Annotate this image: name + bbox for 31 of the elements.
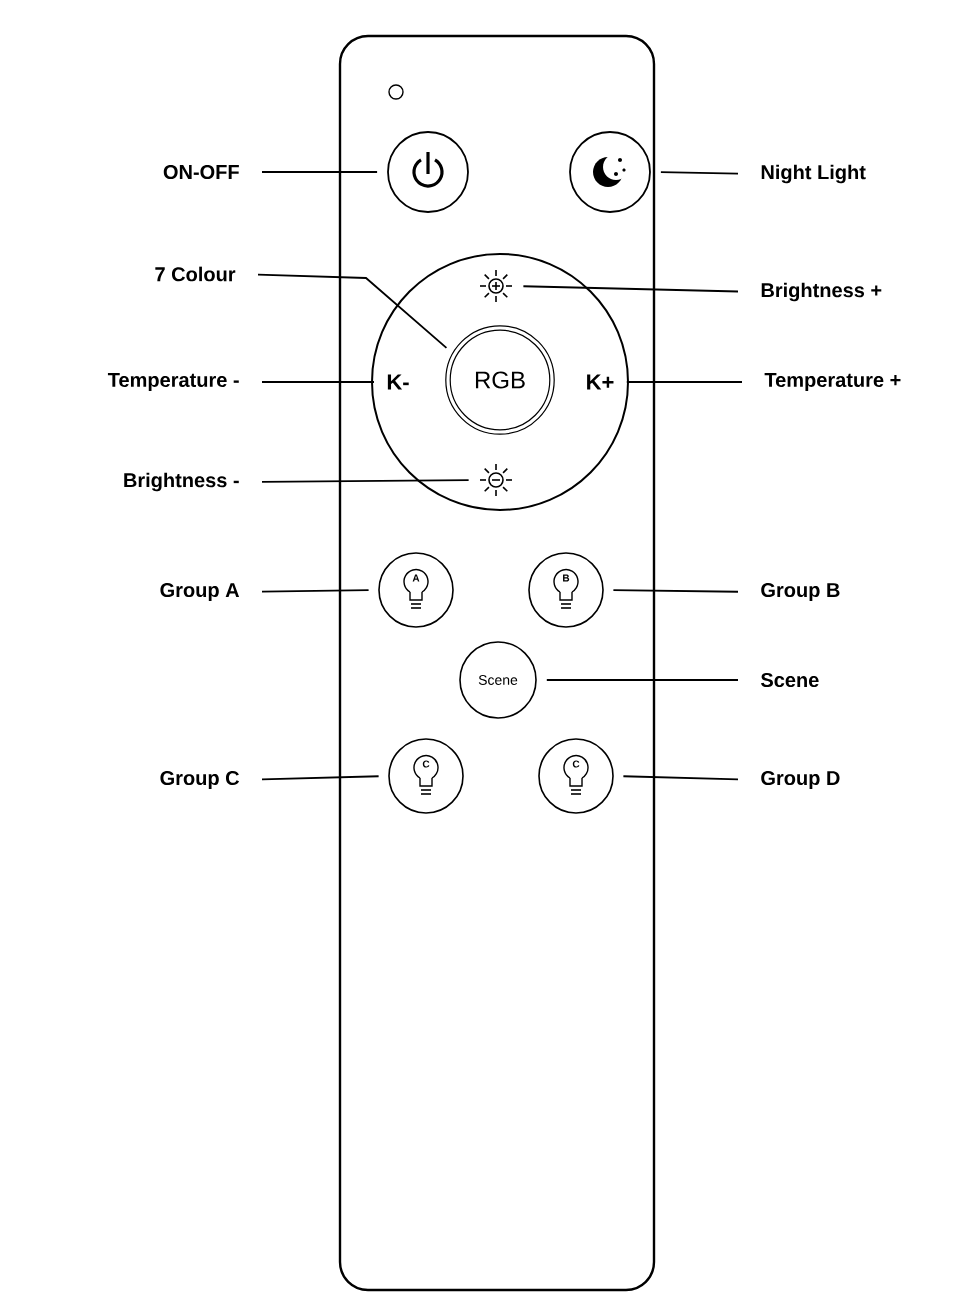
leader-line bbox=[261, 775, 380, 781]
sun-icon bbox=[479, 269, 513, 303]
leader-line bbox=[612, 589, 739, 593]
callout-label: Group D bbox=[761, 770, 840, 790]
leader-line bbox=[257, 273, 448, 349]
callout-label: Temperature + bbox=[764, 373, 901, 391]
leader-line bbox=[261, 479, 470, 483]
leader-line bbox=[625, 381, 743, 383]
leader-line bbox=[261, 589, 370, 593]
moon-button bbox=[569, 131, 651, 213]
key-label: K- bbox=[387, 374, 409, 390]
key-label: K+ bbox=[587, 374, 614, 390]
callout-label: 7 Colour bbox=[155, 266, 236, 282]
rgb-button: RGB bbox=[445, 325, 555, 435]
power-button bbox=[387, 131, 469, 213]
leader-line bbox=[522, 285, 739, 293]
callout-label: ON-OFF bbox=[163, 164, 239, 180]
callout-label: Scene bbox=[760, 672, 819, 688]
callout-label: Group B bbox=[761, 582, 840, 602]
leader-line bbox=[261, 381, 375, 383]
callout-label: Group A bbox=[160, 582, 240, 602]
callout-label: Group C bbox=[160, 770, 240, 790]
leader-line bbox=[660, 171, 739, 175]
leader-line bbox=[261, 171, 378, 173]
callout-label: Brightness - bbox=[124, 472, 239, 492]
callout-label: Brightness + bbox=[761, 282, 882, 302]
sun-icon bbox=[479, 463, 513, 497]
leader-line bbox=[545, 679, 739, 681]
callout-label: Temperature - bbox=[107, 373, 239, 391]
leader-line bbox=[622, 775, 739, 781]
callout-label: Night Light bbox=[761, 164, 866, 184]
